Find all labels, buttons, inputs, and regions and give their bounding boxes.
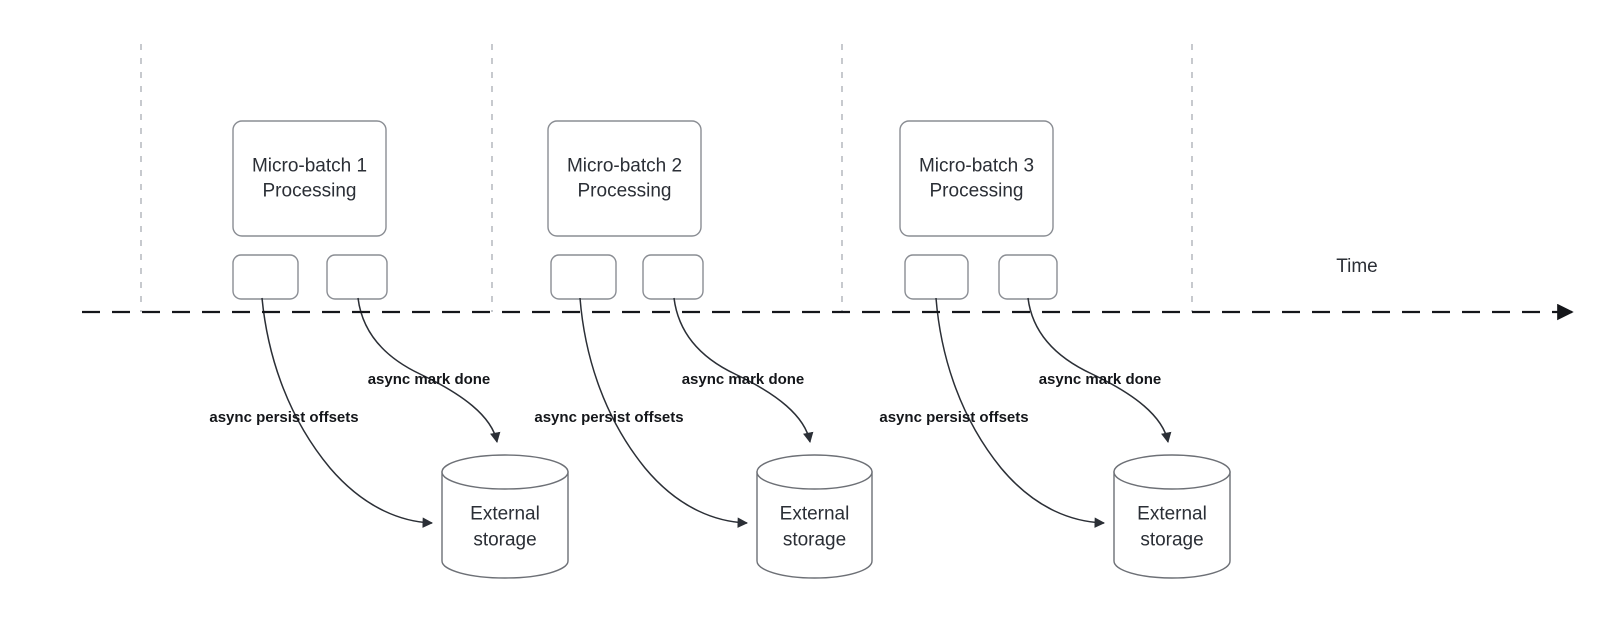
timeline-boundaries [140,44,1193,312]
micro-batch-box[interactable] [547,120,702,237]
edge-persist-offsets [261,297,434,528]
task-box-markdone[interactable] [642,254,704,300]
micro-batch-label-line2: Processing [930,181,1024,202]
external-storage-cylinder-top [441,454,569,490]
task-box-markdone[interactable] [998,254,1058,300]
external-storage-label-line2: storage [473,530,536,551]
external-storage-cylinder-body[interactable] [1113,471,1231,579]
edge-mark-done [673,297,814,444]
time-axis-label: Time [1336,256,1378,277]
external-storage-label-line1: External [470,504,540,525]
micro-batch-box[interactable] [232,120,387,237]
edge-persist-offsets-label: async persist offsets [879,409,1028,426]
external-storage-label-line1: External [1137,504,1207,525]
edge-persist-offsets [579,297,749,528]
external-storage-label-line2: storage [1140,530,1203,551]
time-axis: Time [82,256,1574,321]
edge-persist-offsets-label: async persist offsets [209,409,358,426]
edge-mark-done-label: async mark done [682,371,805,388]
task-box-persist[interactable] [232,254,299,300]
external-storage-cylinder-body[interactable] [756,471,873,579]
task-box-persist[interactable] [550,254,617,300]
task-box-persist[interactable] [904,254,969,300]
external-storage-label-line2: storage [783,530,846,551]
edge-mark-done [1027,297,1172,444]
external-storage-cylinder-top [756,454,873,490]
task-box-markdone[interactable] [326,254,388,300]
external-storage-label-line1: External [780,504,850,525]
external-storage-cylinder-top [1113,454,1231,490]
micro-batch-label-line2: Processing [263,181,357,202]
edge-mark-done [357,297,501,444]
micro-batch-label-line1: Micro-batch 2 [567,156,682,177]
micro-batch-box[interactable] [899,120,1054,237]
micro-batch-label-line1: Micro-batch 1 [252,156,367,177]
edge-persist-offsets [935,297,1106,528]
edge-mark-done-label: async mark done [368,371,491,388]
edge-persist-offsets-label: async persist offsets [534,409,683,426]
micro-batch-label-line2: Processing [578,181,672,202]
external-storage-cylinder-body[interactable] [441,471,569,579]
micro-batch-label-line1: Micro-batch 3 [919,156,1034,177]
edge-mark-done-label: async mark done [1039,371,1162,388]
